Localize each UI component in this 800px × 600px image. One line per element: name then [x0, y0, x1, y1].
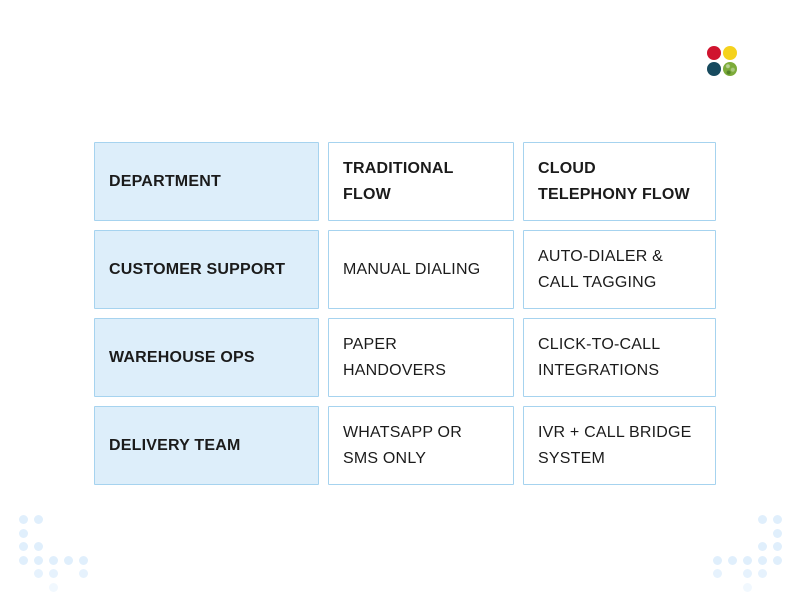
- table-row-cell-department: DELIVERY TEAM: [94, 406, 319, 485]
- decorative-dot: [713, 569, 722, 578]
- table-row-cell-traditional: PAPER HANDOVERS: [328, 318, 514, 397]
- logo-dot-green-icon: [723, 62, 737, 76]
- table-row-cell-cloud: CLICK-TO-CALL INTEGRATIONS: [523, 318, 716, 397]
- table-row-cell-cloud: IVR + CALL BRIDGE SYSTEM: [523, 406, 716, 485]
- decorative-dot: [34, 542, 43, 551]
- decorative-dot: [743, 555, 752, 565]
- decorative-dot: [713, 555, 722, 565]
- decorative-dot: [19, 515, 28, 524]
- logo-dot-teal-icon: [707, 62, 721, 76]
- logo-dot-yellow-icon: [723, 46, 737, 60]
- decorative-dot: [758, 515, 767, 524]
- decorative-dot: [49, 569, 58, 578]
- decorative-dot: [79, 555, 88, 565]
- comparison-table: DEPARTMENT TRADITIONAL FLOW CLOUD TELEPH…: [94, 142, 716, 485]
- decorative-dot: [49, 555, 58, 565]
- decorative-dot: [758, 542, 767, 551]
- table-row-cell-department: CUSTOMER SUPPORT: [94, 230, 319, 309]
- decorative-dot: [79, 569, 88, 578]
- decorative-dot: [19, 528, 28, 538]
- decorative-dot: [49, 582, 58, 592]
- decorative-dot: [758, 569, 767, 578]
- table-row-cell-traditional: WHATSAPP OR SMS ONLY: [328, 406, 514, 485]
- decorative-dot: [19, 555, 28, 565]
- decorative-dot: [19, 542, 28, 551]
- decorative-dot: [64, 555, 73, 565]
- table-row-cell-department: WAREHOUSE OPS: [94, 318, 319, 397]
- decorative-dot: [743, 582, 752, 592]
- decorative-dot: [34, 515, 43, 524]
- decorative-dot: [773, 555, 782, 565]
- decorative-dot: [34, 569, 43, 578]
- decorative-dot: [758, 555, 767, 565]
- logo-dot-red-icon: [707, 46, 721, 60]
- header-cell-department: DEPARTMENT: [94, 142, 319, 221]
- decorative-dot: [743, 569, 752, 578]
- table-row-cell-traditional: MANUAL DIALING: [328, 230, 514, 309]
- table-row-cell-cloud: AUTO-DIALER & CALL TAGGING: [523, 230, 716, 309]
- decorative-dot: [728, 555, 737, 565]
- header-cell-cloud-telephony-flow: CLOUD TELEPHONY FLOW: [523, 142, 716, 221]
- decorative-dot: [773, 528, 782, 538]
- decorative-dot: [34, 555, 43, 565]
- decorative-dot: [773, 515, 782, 524]
- four-dot-logo-icon: [707, 46, 737, 76]
- header-cell-traditional-flow: TRADITIONAL FLOW: [328, 142, 514, 221]
- decorative-dot: [773, 542, 782, 551]
